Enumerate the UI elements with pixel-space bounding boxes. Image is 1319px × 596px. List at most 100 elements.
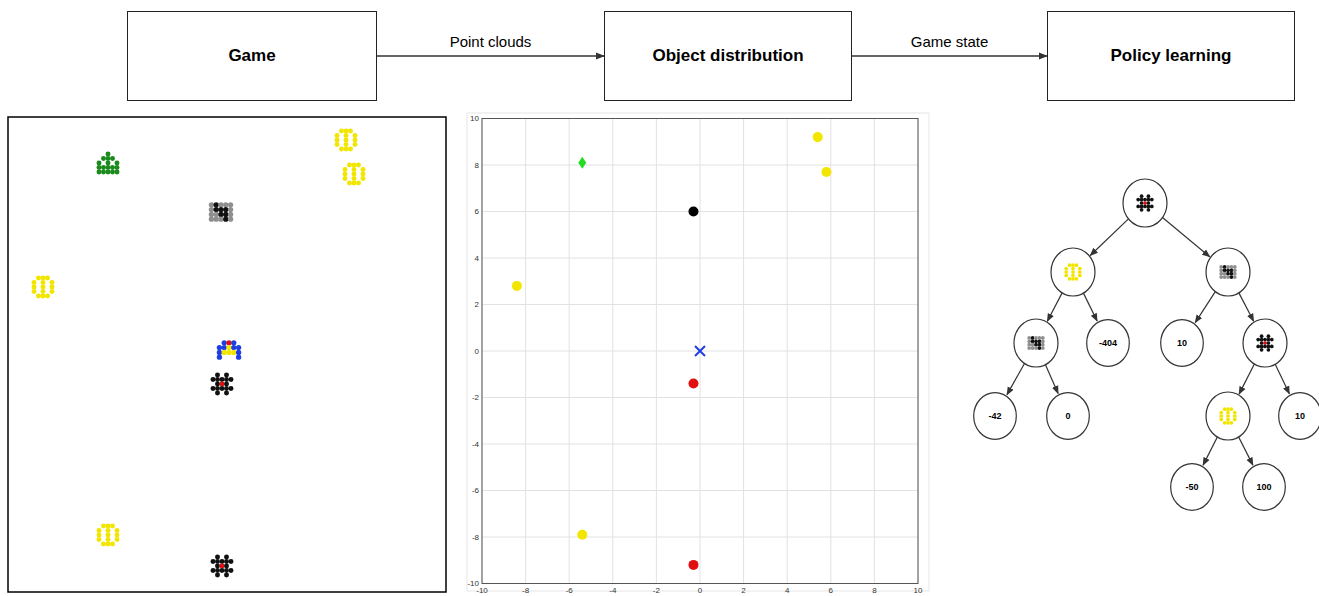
sprite-dot	[115, 165, 120, 170]
tree-icon	[1256, 334, 1273, 351]
sprite-dot	[224, 555, 229, 560]
sprite-dot	[1267, 334, 1271, 338]
enemy-sprite	[211, 555, 234, 578]
sprite-dot	[220, 564, 225, 569]
tree-branch	[1045, 365, 1058, 394]
sprite-dot	[223, 212, 228, 217]
sprite-dot	[228, 212, 233, 217]
sprite-dot	[220, 568, 225, 573]
sprite-dot	[1267, 338, 1271, 342]
flow-arrow	[377, 55, 604, 56]
sprite-dot	[45, 276, 50, 281]
axis-tick-label: -4	[609, 586, 616, 595]
axis-tick-label: 6	[829, 586, 833, 595]
leaf-ellipse	[1161, 320, 1204, 367]
sprite-dot	[1147, 205, 1151, 209]
leaf-node: 100	[1242, 463, 1286, 511]
sprite-dot	[231, 340, 236, 345]
sprite-dot	[217, 350, 222, 355]
sprite-dot	[1219, 268, 1223, 272]
axis-tick-label: 4	[475, 254, 479, 263]
sprite-dot	[347, 181, 352, 186]
leaf-node: -50	[1170, 463, 1214, 511]
block-point	[688, 207, 698, 217]
sprite-dot	[101, 165, 106, 170]
sprite-dot	[41, 276, 46, 281]
sprite-dot	[236, 345, 241, 350]
sprite-dot	[97, 533, 102, 538]
axis-tick-label: 10	[470, 114, 479, 123]
sprite-dot	[1230, 421, 1234, 425]
sprite-dot	[115, 170, 120, 175]
sprite-dot	[1230, 407, 1234, 411]
sprite-dot	[220, 386, 225, 391]
coin-sprite	[335, 129, 358, 152]
sprite-dot	[224, 568, 229, 573]
tree-icon	[1064, 263, 1081, 280]
sprite-dot	[1226, 414, 1230, 418]
tree-branch	[1195, 292, 1215, 323]
sprite-dot	[110, 165, 115, 170]
tree-icon	[1027, 336, 1044, 350]
sprite-dot	[1034, 339, 1038, 343]
leaf-value: 10	[1295, 411, 1305, 421]
sprite-dot	[343, 172, 348, 177]
coin-sprite	[32, 276, 55, 299]
sprite-dot	[1041, 339, 1045, 343]
sprite-dot	[1071, 267, 1075, 271]
axis-tick-label: 0	[698, 586, 702, 595]
sprite-dot	[224, 564, 229, 569]
leaf-node: -42	[973, 392, 1017, 440]
process-box: Object distribution	[604, 11, 852, 101]
sprite-dot	[353, 133, 358, 138]
sprite-dot	[1263, 345, 1267, 349]
sprite-dot	[106, 156, 111, 161]
sprite-dot	[224, 377, 229, 382]
sprite-dot	[224, 382, 229, 387]
axis-tick-label: 2	[475, 300, 479, 309]
sprite-dot	[344, 129, 349, 134]
sprite-dot	[215, 573, 220, 578]
process-box: Game	[127, 11, 377, 101]
sprite-dot	[106, 537, 111, 542]
axis-tick-label: 8	[475, 161, 479, 170]
sprite-dot	[1071, 263, 1075, 267]
sprite-dot	[97, 161, 102, 166]
sprite-dot	[1263, 338, 1267, 342]
axis-tick-label: -8	[522, 586, 529, 595]
sprite-dot	[1041, 336, 1045, 340]
coin-point	[813, 132, 823, 142]
sprite-dot	[228, 202, 233, 207]
sprite-dot	[220, 382, 225, 387]
sprite-dot	[1038, 336, 1042, 340]
sprite-dot	[226, 345, 231, 350]
axis-tick-label: -6	[472, 486, 479, 495]
leaf-value: -42	[988, 411, 1001, 421]
sprite-dot	[1219, 414, 1223, 418]
sprite-dot	[348, 129, 353, 134]
sprite-dot	[222, 340, 227, 345]
sprite-dot	[344, 142, 349, 147]
sprite-dot	[217, 355, 222, 360]
sprite-dot	[1143, 205, 1147, 209]
sprite-dot	[1219, 275, 1223, 279]
axis-tick-label: 6	[475, 207, 479, 216]
tree-drawing	[1007, 179, 1289, 465]
sprite-dot	[344, 138, 349, 143]
sprite-dot	[215, 559, 220, 564]
sprite-dot	[1256, 345, 1260, 349]
sprite-dot	[1038, 339, 1042, 343]
sprite-dot	[1140, 205, 1144, 209]
axis-tick-label: -6	[566, 586, 573, 595]
sprite-dot	[1230, 265, 1234, 269]
enemy-sprite	[211, 373, 234, 396]
process-box: Policy learning	[1047, 11, 1295, 101]
plot-grid	[482, 119, 918, 584]
sprite-dot	[214, 207, 219, 212]
sprite-dot	[356, 163, 361, 168]
sprite-dot	[50, 280, 55, 285]
sprite-dot	[215, 555, 220, 560]
sprite-dot	[1143, 201, 1147, 205]
sprite-dot	[211, 568, 216, 573]
tree-branch	[1203, 437, 1217, 465]
